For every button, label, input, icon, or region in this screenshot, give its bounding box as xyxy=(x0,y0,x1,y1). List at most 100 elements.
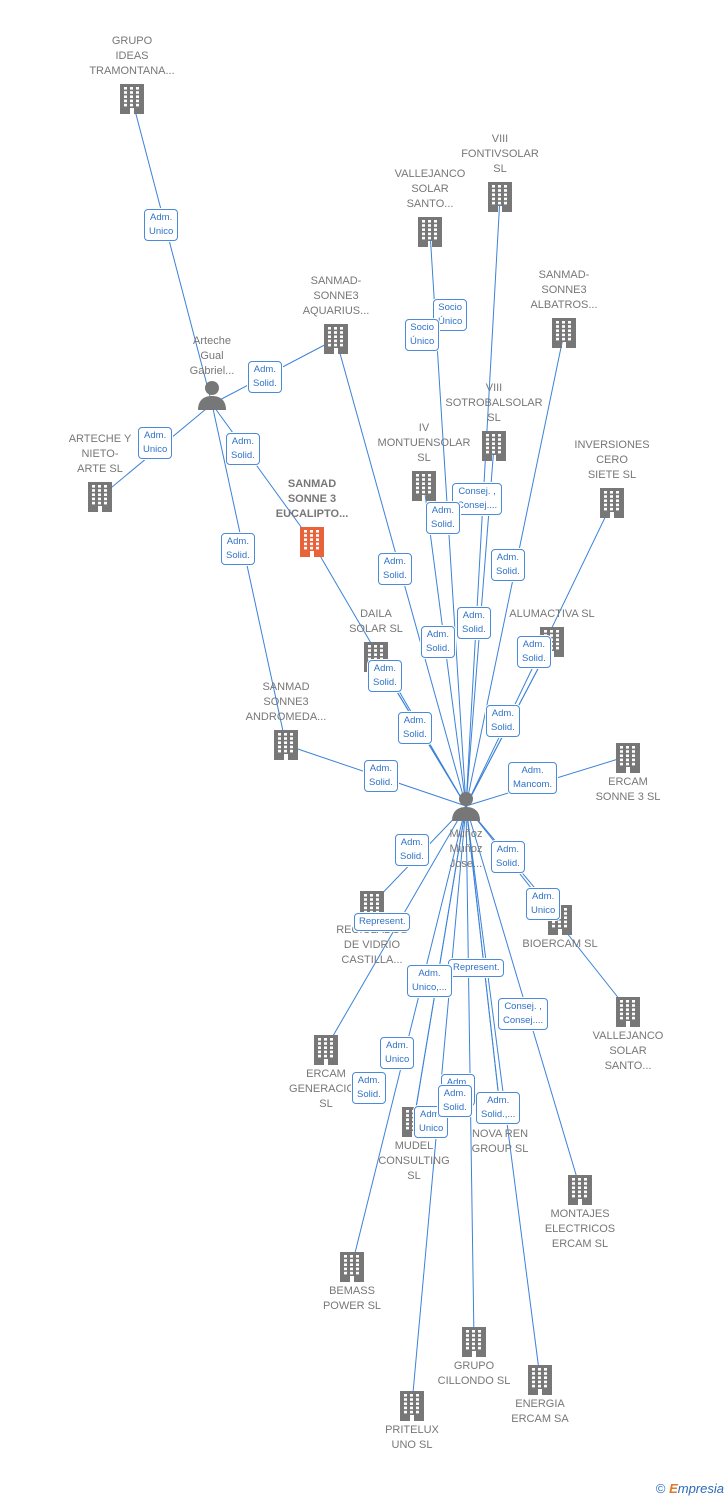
building-icon[interactable] xyxy=(85,480,115,514)
role-badge[interactable]: Adm. Unico,... xyxy=(407,965,452,997)
company-label[interactable]: ALUMACTIVA SL xyxy=(509,608,595,620)
person-node[interactable]: Muñoz Muñoz Jose... xyxy=(406,790,526,872)
role-badge[interactable]: Adm. Solid. xyxy=(378,553,412,585)
building-icon[interactable] xyxy=(409,469,439,503)
role-badge[interactable]: Adm. Solid. xyxy=(226,433,260,465)
role-badge[interactable]: Adm. Solid. xyxy=(457,607,491,639)
role-badge[interactable]: Adm. Solid. xyxy=(421,626,455,658)
company-label[interactable]: ERCAM SONNE 3 SL xyxy=(595,776,661,803)
company-node[interactable]: PRITELUX UNO SL xyxy=(352,1386,472,1453)
building-icon[interactable] xyxy=(297,525,327,559)
building-icon[interactable] xyxy=(415,215,445,249)
role-badge[interactable]: Consej. , Consej.... xyxy=(452,483,503,515)
company-node[interactable]: BEMASS POWER SL xyxy=(292,1247,412,1314)
role-badge[interactable]: Adm. Solid. xyxy=(517,636,551,668)
role-badge[interactable]: Adm. Solid. xyxy=(486,705,520,737)
company-label[interactable]: INVERSIONES CERO SIETE SL xyxy=(574,439,650,481)
company-node[interactable]: SANMAD- SONNE3 AQUARIUS... xyxy=(276,274,396,356)
building-icon[interactable] xyxy=(117,82,147,116)
building-icon[interactable] xyxy=(525,1363,555,1397)
role-badge[interactable]: Adm. Unico xyxy=(144,209,179,241)
role-badge[interactable]: Adm. Unico xyxy=(138,427,173,459)
company-node[interactable]: INVERSIONES CERO SIETE SL xyxy=(552,438,672,520)
role-badge[interactable]: Adm. Solid. xyxy=(248,361,282,393)
company-label[interactable]: VIII SOTROBALSOLAR SL xyxy=(445,382,543,424)
company-node[interactable]: VALLEJANCO SOLAR SANTO... xyxy=(568,992,688,1074)
person-label[interactable]: Arteche Gual Gabriel... xyxy=(189,335,235,377)
company-node[interactable]: GRUPO IDEAS TRAMONTANA... xyxy=(72,34,192,116)
company-label[interactable]: VALLEJANCO SOLAR SANTO... xyxy=(592,1030,664,1072)
company-node[interactable]: MONTAJES ELECTRICOS ERCAM SL xyxy=(520,1170,640,1252)
company-label[interactable]: SANMAD- SONNE3 ALBATROS... xyxy=(530,269,598,311)
company-label[interactable]: ARTECHE Y NIETO- ARTE SL xyxy=(68,433,132,475)
company-node[interactable]: SANMAD- SONNE3 ALBATROS... xyxy=(504,268,624,350)
person-icon[interactable] xyxy=(197,379,227,411)
person-icon[interactable] xyxy=(451,790,481,822)
building-icon[interactable] xyxy=(271,728,301,762)
role-badge[interactable]: Adm. Solid. xyxy=(364,760,398,792)
building-icon[interactable] xyxy=(311,1033,341,1067)
person-label[interactable]: Muñoz Muñoz Jose... xyxy=(449,828,483,870)
company-label[interactable]: VIII FONTIVSOLAR SL xyxy=(461,133,539,175)
company-label[interactable]: PRITELUX UNO SL xyxy=(385,1424,439,1451)
role-badge[interactable]: Represent. xyxy=(448,959,505,977)
building-icon[interactable] xyxy=(479,429,509,463)
building-icon[interactable] xyxy=(565,1173,595,1207)
company-label[interactable]: IV MONTUENSOLAR SL xyxy=(377,422,471,464)
building-icon[interactable] xyxy=(397,1389,427,1423)
building-icon[interactable] xyxy=(485,180,515,214)
role-badge[interactable]: Adm. Solid. xyxy=(368,660,402,692)
company-node[interactable]: ENERGIA ERCAM SA xyxy=(480,1360,600,1427)
role-badge[interactable]: Adm. Solid. xyxy=(395,834,429,866)
role-badge[interactable]: Consej. , Consej.... xyxy=(498,998,549,1030)
role-badge[interactable]: Adm. Solid.,... xyxy=(476,1092,521,1124)
company-node[interactable]: ERCAM GENERACION SL xyxy=(266,1030,386,1112)
company-node[interactable]: VALLEJANCO SOLAR SANTO... xyxy=(370,167,490,249)
person-node[interactable]: Arteche Gual Gabriel... xyxy=(152,334,272,416)
building-icon[interactable] xyxy=(459,1325,489,1359)
company-label[interactable]: BEMASS POWER SL xyxy=(322,1285,382,1312)
company-label[interactable]: BIOERCAM SL xyxy=(522,938,598,950)
role-badge[interactable]: Adm. Unico xyxy=(380,1037,415,1069)
company-node[interactable]: VIII FONTIVSOLAR SL xyxy=(440,132,560,214)
company-node[interactable]: VIII SOTROBALSOLAR SL xyxy=(434,381,554,463)
company-label[interactable]: SANMAD- SONNE3 AQUARIUS... xyxy=(302,275,370,317)
role-badge[interactable]: Socio Único xyxy=(405,319,440,351)
role-badge[interactable]: Adm. Unico xyxy=(414,1106,449,1138)
company-node[interactable]: ALUMACTIVA SL xyxy=(492,607,612,659)
company-node[interactable]: ERCAM SONNE 3 SL xyxy=(568,738,688,805)
role-badge[interactable]: Represent. xyxy=(354,913,411,931)
company-label[interactable]: ENERGIA ERCAM SA xyxy=(511,1398,569,1425)
building-icon[interactable] xyxy=(549,316,579,350)
company-label[interactable]: ERCAM GENERACION SL xyxy=(289,1068,363,1110)
company-node[interactable]: SANMAD SONNE 3 EUCALIPTO... xyxy=(252,477,372,559)
building-icon[interactable] xyxy=(613,741,643,775)
company-label[interactable]: VALLEJANCO SOLAR SANTO... xyxy=(394,168,466,210)
building-icon[interactable] xyxy=(321,322,351,356)
role-badge[interactable]: Adm. Mancom. xyxy=(508,762,558,794)
company-label[interactable]: MONTAJES ELECTRICOS ERCAM SL xyxy=(544,1208,616,1250)
role-badge[interactable]: Adm. Solid. xyxy=(398,712,432,744)
company-label[interactable]: NOVA REN GROUP SL xyxy=(471,1128,529,1155)
company-node[interactable]: ARTECHE Y NIETO- ARTE SL xyxy=(40,432,160,514)
company-node[interactable]: IV MONTUENSOLAR SL xyxy=(364,421,484,503)
company-node[interactable]: SANMAD SONNE3 ANDROMEDA... xyxy=(226,680,346,762)
building-icon[interactable] xyxy=(337,1250,367,1284)
company-label[interactable]: GRUPO CILLONDO SL xyxy=(437,1360,511,1387)
role-badge[interactable]: Adm. Solid. xyxy=(491,549,525,581)
building-icon[interactable] xyxy=(597,486,627,520)
building-icon[interactable] xyxy=(613,995,643,1029)
company-label[interactable]: SANMAD SONNE 3 EUCALIPTO... xyxy=(275,478,349,520)
company-label[interactable]: GRUPO IDEAS TRAMONTANA... xyxy=(89,35,175,77)
company-node[interactable]: GRUPO CILLONDO SL xyxy=(414,1322,534,1389)
role-badge[interactable]: Adm. Solid. xyxy=(438,1085,472,1117)
company-label[interactable]: MUDEL CONSULTING SL xyxy=(378,1140,450,1182)
role-badge[interactable]: Adm. Solid. xyxy=(426,502,460,534)
role-badge[interactable]: Socio Único xyxy=(433,299,468,331)
role-badge[interactable]: Adm. Unico xyxy=(526,888,561,920)
company-label[interactable]: DAILA SOLAR SL xyxy=(349,608,403,635)
role-badge[interactable]: Adm. Solid. xyxy=(352,1072,386,1104)
role-badge[interactable]: Adm. Solid. xyxy=(491,841,525,873)
company-label[interactable]: SANMAD SONNE3 ANDROMEDA... xyxy=(245,681,327,723)
role-badge[interactable]: Adm. Solid. xyxy=(221,533,255,565)
